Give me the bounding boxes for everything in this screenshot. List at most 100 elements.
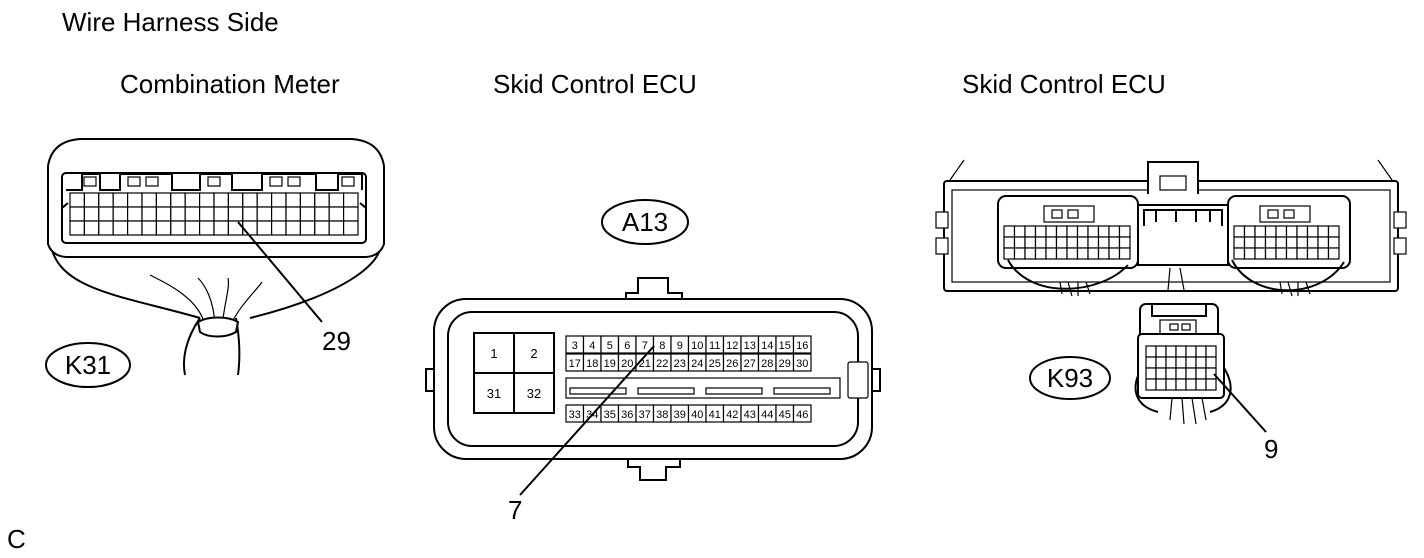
pin-cell bbox=[83, 192, 100, 208]
pin-cell bbox=[184, 192, 201, 208]
a13-leader-line bbox=[519, 345, 655, 496]
pin-cell bbox=[112, 220, 129, 236]
pin-cell bbox=[1327, 225, 1340, 238]
a13-pin-label: 19 bbox=[604, 358, 616, 370]
a13-pin-label: 30 bbox=[796, 358, 808, 370]
pin-cell bbox=[1254, 225, 1267, 238]
pin-cell bbox=[1076, 236, 1089, 249]
a13-pin-label: 29 bbox=[779, 358, 791, 370]
pin-cell bbox=[1045, 236, 1058, 249]
pin-cell bbox=[1306, 247, 1319, 260]
a13-pin-label: 46 bbox=[796, 409, 808, 421]
pin-cell bbox=[1285, 225, 1298, 238]
pin-cell bbox=[1285, 247, 1298, 260]
pin-cell bbox=[314, 220, 330, 236]
pin-cell bbox=[1205, 356, 1217, 369]
a13-pin-label: 11 bbox=[709, 340, 720, 352]
pin-cell bbox=[1185, 345, 1197, 358]
a13-pin-label: 43 bbox=[744, 409, 756, 421]
a13-pin-label: 35 bbox=[604, 409, 616, 421]
pin-cell bbox=[1087, 236, 1100, 249]
a13-pin-label: 44 bbox=[761, 409, 773, 421]
pin-cell bbox=[1185, 367, 1197, 380]
a13-pin-label: 3 bbox=[572, 340, 578, 352]
a13-code-badge bbox=[601, 199, 689, 245]
a13-big-pin-1: 1 bbox=[490, 346, 497, 361]
pin-cell bbox=[1118, 236, 1131, 249]
pin-cell bbox=[343, 220, 359, 236]
pin-cell bbox=[1205, 378, 1217, 391]
pin-cell bbox=[1055, 225, 1068, 238]
pin-cell bbox=[83, 220, 100, 236]
pin-cell bbox=[1205, 367, 1217, 380]
pin-cell bbox=[1145, 367, 1157, 380]
pin-cell bbox=[1108, 247, 1121, 260]
pin-cell bbox=[1264, 247, 1277, 260]
pin-cell bbox=[299, 220, 316, 236]
pin-cell bbox=[1317, 236, 1330, 249]
k93-code-label: K93 bbox=[1047, 363, 1093, 393]
pin-cell bbox=[1243, 247, 1256, 260]
pin-cell bbox=[1034, 236, 1047, 249]
pin-cell bbox=[1243, 225, 1256, 238]
diagram-code: C bbox=[7, 524, 26, 554]
k31-code-label: K31 bbox=[65, 350, 111, 380]
a13-pin-label: 16 bbox=[796, 340, 808, 352]
a13-pin-label: 38 bbox=[656, 409, 668, 421]
pin-cell bbox=[1097, 236, 1110, 249]
pin-cell bbox=[170, 206, 186, 222]
pin-cell bbox=[1165, 356, 1177, 369]
k93-leader-line bbox=[1213, 373, 1267, 433]
pin-cell bbox=[1024, 247, 1037, 260]
pin-cell bbox=[314, 206, 330, 222]
pin-cell bbox=[1195, 378, 1207, 391]
pin-cell bbox=[1155, 356, 1167, 369]
pin-cell bbox=[213, 206, 229, 222]
pin-cell bbox=[256, 206, 273, 222]
a13-pin-label: 5 bbox=[607, 340, 613, 352]
pin-cell bbox=[1055, 247, 1068, 260]
pin-cell bbox=[1045, 225, 1058, 238]
pin-cell bbox=[1233, 247, 1246, 260]
pin-cell bbox=[1296, 225, 1309, 238]
pin-cell bbox=[1254, 236, 1267, 249]
pin-cell bbox=[199, 206, 215, 222]
pin-cell bbox=[285, 206, 301, 222]
k31-connector bbox=[47, 138, 385, 376]
a13-pin-label: 45 bbox=[779, 409, 791, 421]
a13-pin-label: 39 bbox=[674, 409, 686, 421]
pin-cell bbox=[1165, 367, 1177, 380]
k31-pin-callout: 29 bbox=[322, 326, 351, 356]
pin-cell bbox=[184, 206, 201, 222]
pin-cell bbox=[141, 206, 157, 222]
pin-cell bbox=[299, 206, 316, 222]
pin-cell bbox=[328, 192, 345, 208]
a13-pin-label: 27 bbox=[744, 358, 756, 370]
k93-connector bbox=[935, 159, 1407, 425]
pin-cell bbox=[271, 206, 287, 222]
pin-cell bbox=[1165, 378, 1177, 391]
pin-cell bbox=[1306, 236, 1319, 249]
pin-cell bbox=[1034, 225, 1047, 238]
pin-cell bbox=[1003, 225, 1016, 238]
pin-cell bbox=[343, 206, 359, 222]
pin-cell bbox=[1175, 378, 1187, 391]
pin-cell bbox=[1076, 247, 1089, 260]
a13-pin-label: 9 bbox=[677, 340, 683, 352]
pin-cell bbox=[1175, 345, 1187, 358]
pin-cell bbox=[155, 192, 172, 208]
pin-cell bbox=[98, 220, 114, 236]
pin-cell bbox=[1034, 247, 1047, 260]
pin-cell bbox=[1296, 236, 1309, 249]
pin-cell bbox=[98, 206, 114, 222]
pin-cell bbox=[1003, 236, 1016, 249]
pin-cell bbox=[1145, 378, 1157, 391]
pin-cell bbox=[141, 192, 157, 208]
a13-pin-label: 17 bbox=[569, 358, 581, 370]
page-title: Wire Harness Side bbox=[62, 7, 279, 37]
pin-cell bbox=[1097, 247, 1110, 260]
pin-cell bbox=[242, 192, 258, 208]
pin-cell bbox=[1145, 356, 1157, 369]
pin-cell bbox=[1055, 236, 1068, 249]
